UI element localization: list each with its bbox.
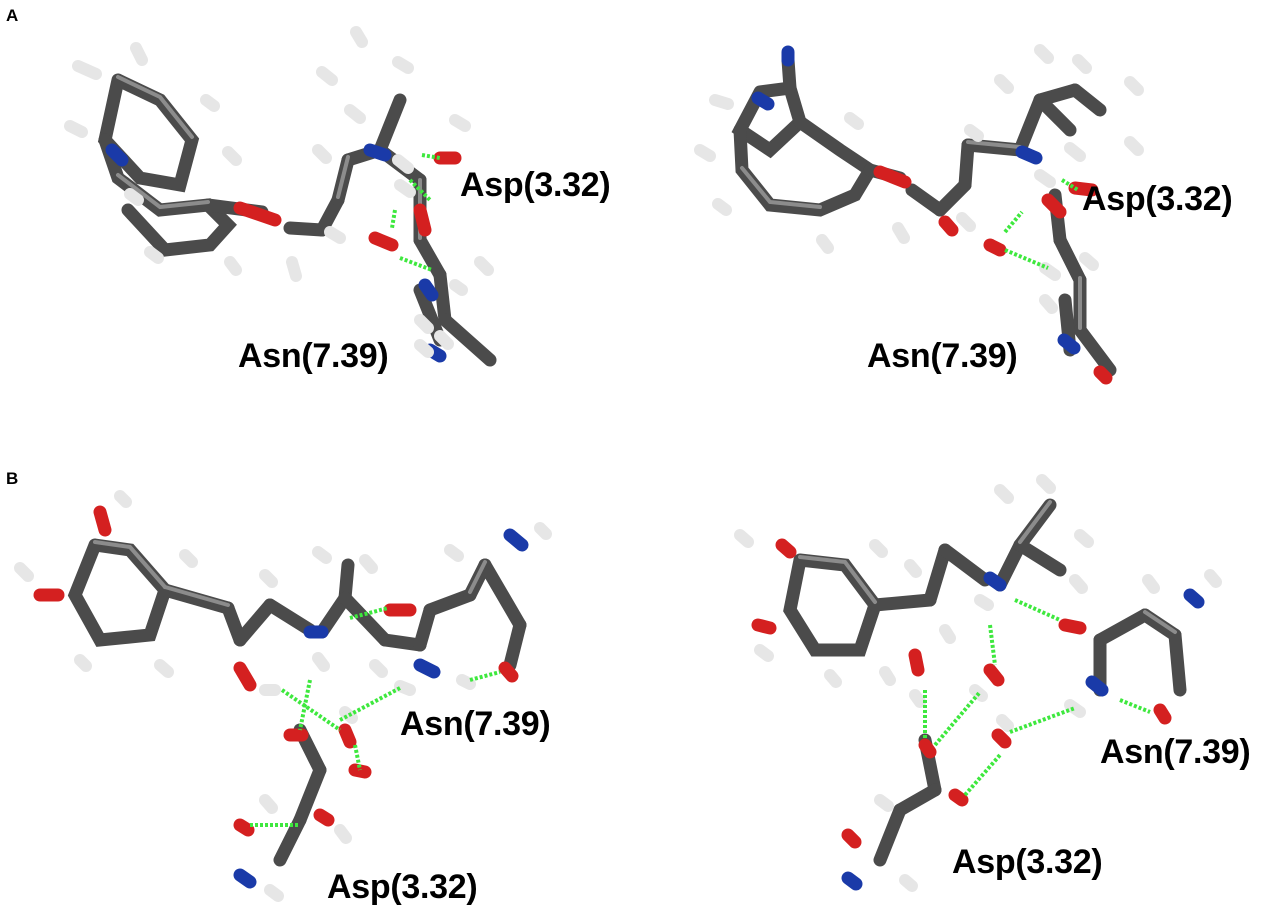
label-asn-a-right: Asn(7.39) [867, 337, 1018, 375]
panel-label-a: A [6, 6, 19, 25]
label-asn-a-left: Asn(7.39) [238, 337, 389, 375]
panel-b-right-molecule [734, 474, 1222, 892]
label-asp-b-left: Asp(3.32) [327, 868, 478, 906]
label-asp-a-left: Asp(3.32) [460, 166, 611, 204]
label-asp-b-right: Asp(3.32) [952, 843, 1103, 881]
panel-b-left-molecule [14, 490, 552, 902]
panel-a-right-molecule [694, 44, 1144, 385]
label-asn-b-right: Asn(7.39) [1100, 733, 1251, 771]
label-asn-b-left: Asn(7.39) [400, 705, 551, 743]
label-asp-a-right: Asp(3.32) [1082, 180, 1233, 218]
panel-label-b: B [6, 469, 19, 488]
panel-a-left-molecule [64, 26, 497, 367]
